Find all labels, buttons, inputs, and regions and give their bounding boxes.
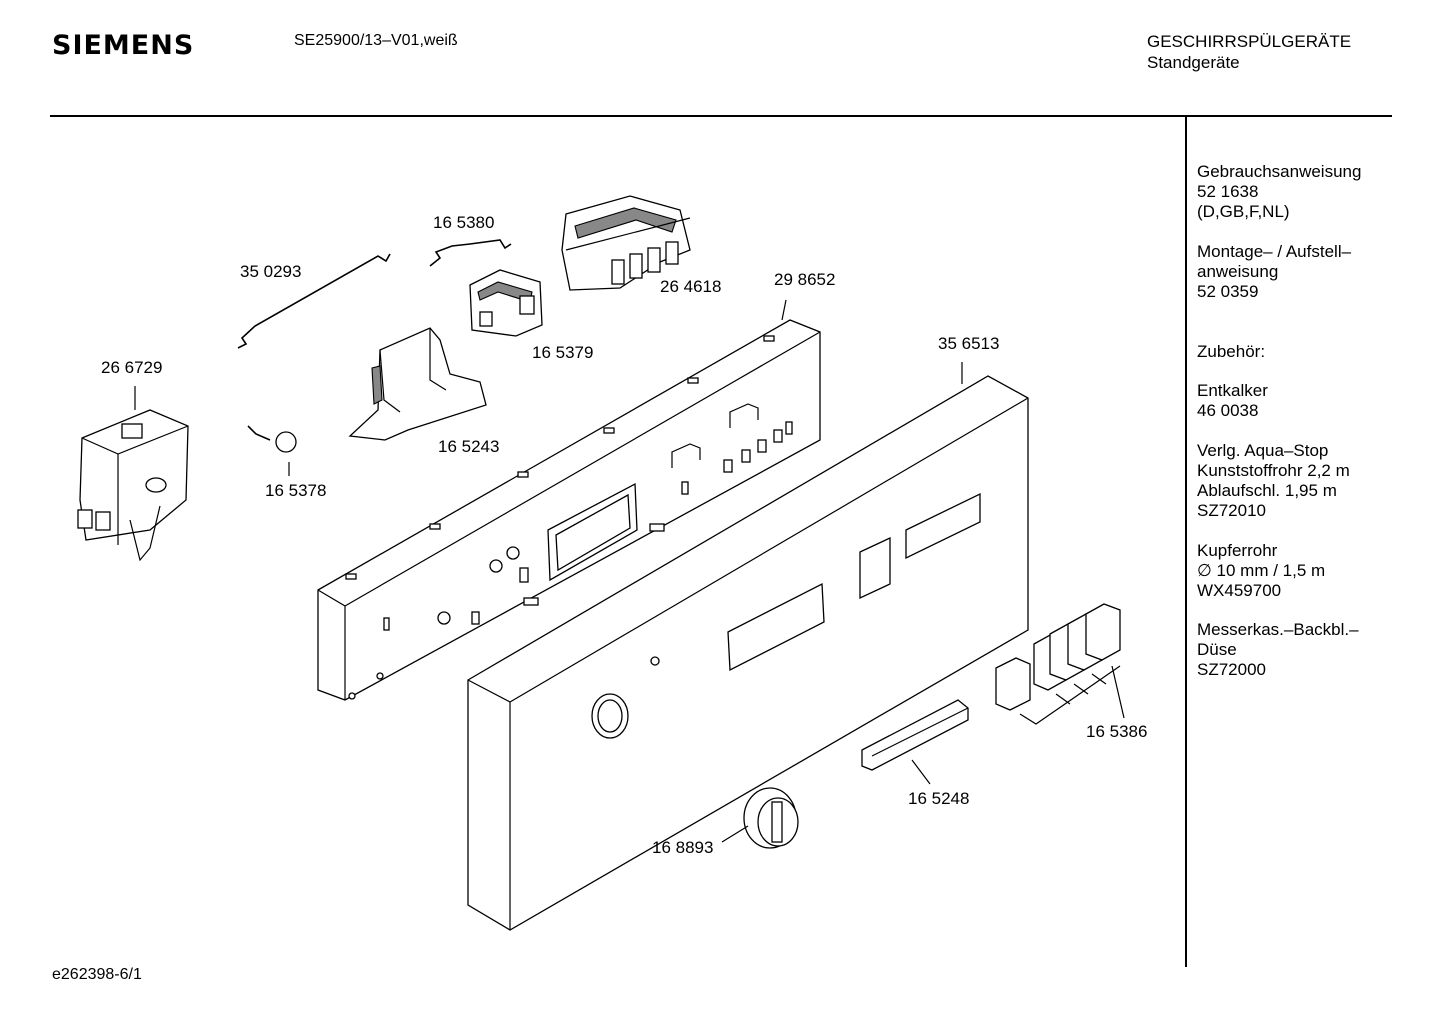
label-165243: 16 5243 — [438, 437, 499, 456]
sidebar-block-copperpipe: Kupferrohr ∅ 10 mm / 1,5 m WX459700 — [1197, 541, 1432, 601]
label-298652: 29 8652 — [774, 270, 835, 289]
leader-165248 — [911, 759, 931, 785]
sidebar-divider — [1185, 117, 1187, 967]
sidebar-block-accessories: Zubehör: — [1197, 342, 1432, 362]
sidebar-line: Kunststoffrohr 2,2 m — [1197, 461, 1350, 480]
part-298652-rear-panel — [317, 319, 821, 701]
sidebar-block-aquastop: Verlg. Aqua–Stop Kunststoffrohr 2,2 m Ab… — [1197, 441, 1432, 521]
sidebar-block-descaler: Entkalker 46 0038 — [1197, 381, 1432, 421]
sidebar-line: 46 0038 — [1197, 401, 1259, 420]
sidebar-line: ∅ 10 mm / 1,5 m — [1197, 561, 1326, 580]
sidebar-line: Messerkas.–Backbl.– — [1197, 620, 1359, 639]
label-165386: 16 5386 — [1086, 722, 1147, 741]
sidebar-line: (D,GB,F,NL) — [1197, 202, 1290, 221]
label-168893: 16 8893 — [652, 838, 713, 857]
label-165380: 16 5380 — [433, 213, 494, 232]
subcategory-title: Standgeräte — [1147, 53, 1240, 72]
category-title: GESCHIRRSPÜLGERÄTE — [1147, 32, 1352, 51]
sidebar-line: Entkalker — [1197, 381, 1268, 400]
part-356513-front-fascia — [467, 375, 1029, 931]
brand-logo: SIEMENS — [52, 30, 195, 61]
header-divider — [50, 115, 1392, 117]
part-266729-timer — [77, 409, 189, 562]
part-165248-cover — [861, 699, 969, 771]
sidebar-line: Kupferrohr — [1197, 541, 1278, 560]
label-356513: 35 6513 — [938, 334, 999, 353]
sidebar-line: Montage– / Aufstell– — [1197, 242, 1352, 261]
sidebar-line: SZ72010 — [1197, 501, 1266, 520]
sidebar-line: Verlg. Aqua–Stop — [1197, 441, 1329, 460]
part-350293-wire — [237, 253, 391, 349]
sidebar-line: SZ72000 — [1197, 660, 1266, 679]
part-165386-buttons — [995, 603, 1125, 725]
leader-168893 — [721, 825, 749, 843]
sidebar-line: 52 1638 — [1197, 182, 1259, 201]
label-350293: 35 0293 — [240, 262, 301, 281]
label-165248: 16 5248 — [908, 789, 969, 808]
sidebar-line: Gebrauchsanweisung — [1197, 162, 1362, 181]
sidebar-line: Ablaufschl. 1,95 m — [1197, 481, 1337, 500]
sidebar-block-manual: Gebrauchsanweisung 52 1638 (D,GB,F,NL) — [1197, 162, 1432, 222]
sidebar-block-nozzle: Messerkas.–Backbl.– Düse SZ72000 — [1197, 620, 1432, 680]
sidebar-line: Zubehör: — [1197, 342, 1266, 361]
sidebar-line: Düse — [1197, 640, 1237, 659]
part-168893-knob — [743, 787, 799, 849]
label-165378: 16 5378 — [265, 481, 326, 500]
sidebar-line: WX459700 — [1197, 581, 1282, 600]
part-165243-holder — [348, 327, 487, 441]
label-266729: 26 6729 — [101, 358, 162, 377]
model-number: SE25900/13–V01,weiß — [294, 32, 458, 49]
label-165379: 16 5379 — [532, 343, 593, 362]
part-165378-lamp — [247, 425, 297, 453]
sidebar-block-installation: Montage– / Aufstell– anweisung 52 0359 — [1197, 242, 1432, 302]
leader-298652 — [781, 299, 787, 321]
part-264618-switch — [561, 195, 691, 291]
part-165379-relay — [469, 269, 543, 337]
label-264618: 26 4618 — [660, 277, 721, 296]
document-code: e262398-6/1 — [52, 966, 142, 983]
sidebar-line: 52 0359 — [1197, 282, 1259, 301]
sidebar-line: anweisung — [1197, 262, 1279, 281]
exploded-diagram: 35 0293 16 5380 26 4618 16 5379 — [77, 195, 1147, 931]
part-165380-wire — [429, 239, 512, 267]
